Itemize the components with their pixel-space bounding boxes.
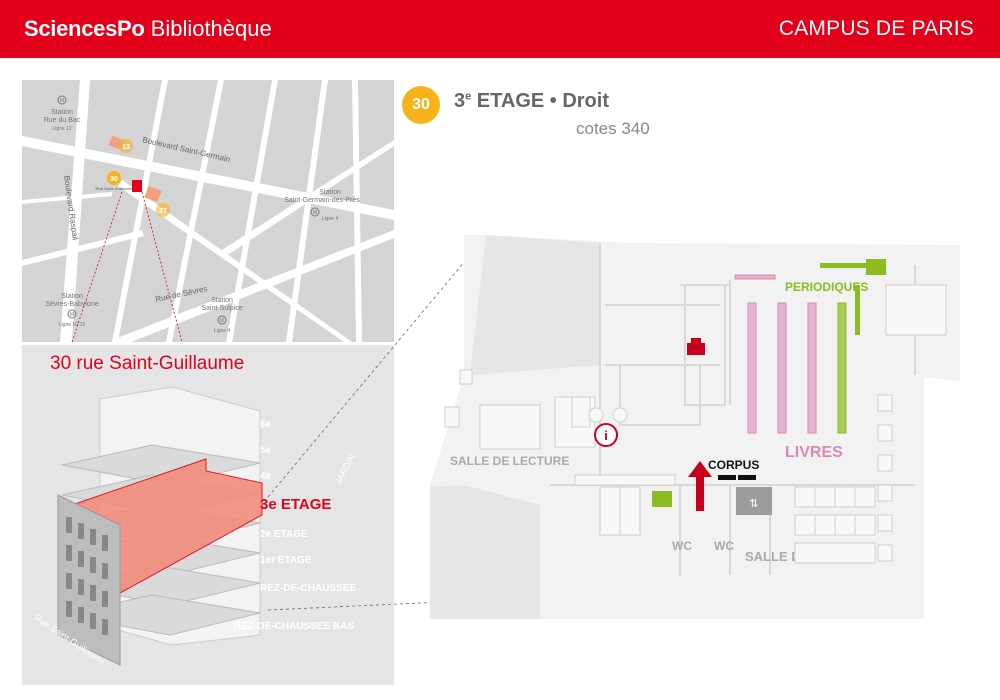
floor-label-rdc-bas: REZ-DE-CHAUSSEE BAS xyxy=(234,621,354,632)
periodiques-shelves xyxy=(820,263,870,335)
svg-text:Station: Station xyxy=(51,109,73,116)
brand-subtitle: Bibliothèque xyxy=(150,16,272,41)
wc-1-label[interactable]: WC xyxy=(672,539,692,553)
svg-text:⇅: ⇅ xyxy=(749,498,758,510)
svg-text:Sèvres-Babylone: Sèvres-Babylone xyxy=(45,301,98,308)
floor-section: ETAGE • Droit xyxy=(471,90,609,112)
metro-sevres-babylone: Station Sèvres-Babylone M Ligne 10-12 xyxy=(45,293,98,328)
corpus-shelves xyxy=(718,475,756,480)
corpus-label[interactable]: CORPUS xyxy=(708,458,759,472)
svg-text:Station: Station xyxy=(211,297,233,304)
metro-icon xyxy=(67,309,77,319)
floor-label-1: 1er ETAGE xyxy=(260,555,312,566)
svg-text:Ligne 12: Ligne 12 xyxy=(52,126,71,132)
room-nw xyxy=(470,235,600,375)
up-arrow xyxy=(688,461,712,511)
campus-title: CAMPUS DE PARIS xyxy=(778,17,974,40)
printer[interactable] xyxy=(687,338,705,355)
pin-27: 27 xyxy=(156,203,170,217)
svg-text:M: M xyxy=(313,210,317,216)
elevator-icon xyxy=(736,487,772,515)
svg-text:Station: Station xyxy=(61,293,83,300)
pin-13-label: 13 xyxy=(122,144,130,151)
floor-suffix: e xyxy=(465,90,472,103)
building-number-badge: 30 xyxy=(402,86,440,124)
floor-label-6: 6e xyxy=(260,419,272,430)
svg-text:Saint-Sulpice: Saint-Sulpice xyxy=(201,305,242,312)
arrow-up-icon xyxy=(688,461,712,511)
room-sw xyxy=(430,485,540,619)
pin-30-label: 30 xyxy=(110,176,118,183)
building-diagram: 30 rue Saint-Guillaume 6e 5e 4e 3e ETAGE… xyxy=(22,345,394,685)
svg-text:M: M xyxy=(70,312,74,318)
brand-logo[interactable]: SciencesPo Bibliothèque xyxy=(24,16,272,42)
floor-title: 3e ETAGE • Droit xyxy=(454,90,609,113)
floor-label-4: 4e xyxy=(260,471,272,482)
info-icon-label: i xyxy=(604,428,608,443)
printer-icon xyxy=(687,343,705,355)
svg-text:Ligne 4: Ligne 4 xyxy=(214,328,231,334)
floor-label-2: 2e ETAGE xyxy=(260,529,308,540)
svg-text:Ligne 4: Ligne 4 xyxy=(322,216,339,222)
elevator[interactable]: ⇅ xyxy=(736,487,772,515)
library-building-marker xyxy=(132,180,142,192)
metro-icon xyxy=(217,315,227,325)
floor-label-rdc: REZ-DE-CHAUSSEE xyxy=(260,583,356,594)
reading-tables-right xyxy=(794,394,893,564)
svg-text:Station: Station xyxy=(319,189,341,196)
computer-row xyxy=(574,474,676,486)
livres-label[interactable]: LIVRES xyxy=(785,444,843,461)
info-point[interactable]: i xyxy=(594,423,618,447)
salle-lecture-left-label[interactable]: SALLE DE LECTURE xyxy=(450,454,569,468)
street-map-canvas: 13 30 27 Rue Saint-Guillaume M Station R… xyxy=(22,80,394,342)
periodiques-label[interactable]: PERIODIQUES xyxy=(785,280,868,294)
stairs xyxy=(599,284,947,536)
emergency-exit[interactable] xyxy=(652,259,886,507)
metro-rue-du-bac: M Station Rue du Bac Ligne 12 xyxy=(44,95,81,132)
building-address: 30 rue Saint-Guillaume xyxy=(50,353,244,374)
metro-saint-germain: Station Saint-Germain-des-Prés M Ligne 4 xyxy=(284,189,360,222)
streets xyxy=(22,80,394,342)
facade-windows xyxy=(66,517,108,635)
svg-text:M: M xyxy=(60,98,64,104)
exit-icon xyxy=(866,259,886,275)
livres-shelves xyxy=(734,274,847,434)
building-panel: 30 rue Saint-Guillaume 6e 5e 4e 3e ETAGE… xyxy=(22,342,394,685)
svg-text:Ligne 10-12: Ligne 10-12 xyxy=(59,322,86,328)
metro-saint-sulpice: Station Saint-Sulpice M Ligne 4 xyxy=(201,297,242,334)
reading-tables-left xyxy=(444,369,596,450)
pin-30: 30 xyxy=(107,171,121,185)
floor-number: 3 xyxy=(454,90,466,112)
rue-saint-guillaume-map-label: Rue Saint-Guillaume xyxy=(96,186,134,191)
header-bar: SciencesPo Bibliothèque CAMPUS DE PARIS xyxy=(0,0,1000,58)
metro-icon xyxy=(57,95,67,105)
brand-name: SciencesPo xyxy=(24,16,145,41)
floor-call-numbers: cotes 340 xyxy=(576,119,650,138)
exit-icon xyxy=(652,491,672,507)
svg-text:Saint-Germain-des-Prés: Saint-Germain-des-Prés xyxy=(284,197,360,204)
pin-13: 13 xyxy=(119,139,133,153)
svg-text:M: M xyxy=(220,318,224,324)
floor-label-5: 5e xyxy=(260,445,272,456)
pin-27-label: 27 xyxy=(159,208,167,215)
wc-2-label[interactable]: WC xyxy=(714,539,734,553)
info-desk-area xyxy=(571,396,628,428)
floor-plan: i SALLE DE LECTURE PERIODIQUES LIVRES CO… xyxy=(430,235,960,619)
svg-text:Rue du Bac: Rue du Bac xyxy=(44,117,81,124)
zoom-line-right xyxy=(141,191,183,342)
floor-label-3-current: 3e ETAGE xyxy=(260,496,331,513)
metro-icon xyxy=(310,207,320,217)
info-icon xyxy=(594,423,618,447)
street-map: 13 30 27 Rue Saint-Guillaume M Station R… xyxy=(22,80,394,342)
